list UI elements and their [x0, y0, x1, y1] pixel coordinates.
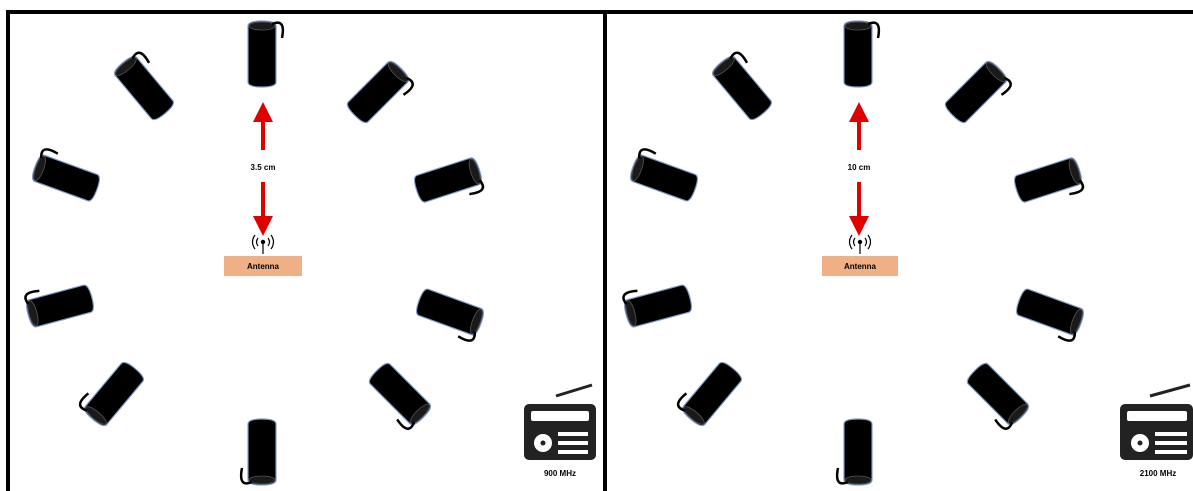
phone-cylinder-icon [362, 361, 433, 432]
phone-cylinder-icon [345, 59, 416, 130]
frequency-label: 900 MHz [544, 469, 576, 478]
phone-cylinder-icon [621, 277, 694, 328]
phone-cylinder-icon [960, 361, 1031, 432]
phone-cylinder-icon [628, 147, 702, 202]
phone-devices-right [621, 21, 1086, 485]
phone-cylinder-icon [675, 355, 744, 428]
radio-icon [524, 385, 596, 460]
phone-cylinder-icon [1012, 288, 1086, 343]
distance-label: 3.5 cm [251, 163, 276, 172]
distance-label: 10 cm [848, 163, 871, 172]
frequency-label: 2100 MHz [1140, 469, 1176, 478]
phone-cylinder-icon [844, 21, 879, 87]
phone-cylinder-icon [412, 156, 486, 210]
panel-left: 3.5 cm Antenna 900 MHz [23, 21, 596, 485]
phone-cylinder-icon [1012, 156, 1086, 210]
phone-cylinder-icon [112, 49, 181, 122]
antenna-label: Antenna [844, 262, 877, 271]
phone-cylinder-icon [241, 419, 276, 485]
phone-cylinder-icon [30, 147, 104, 202]
antenna-signal-icon [850, 235, 871, 254]
phone-cylinder-icon [837, 419, 872, 485]
antenna-label: Antenna [247, 262, 280, 271]
panel-right: 10 cm Antenna 2100 MHz [621, 21, 1193, 485]
phone-cylinder-icon [77, 355, 146, 428]
phone-devices-left [23, 21, 486, 485]
phone-cylinder-icon [23, 277, 96, 328]
phone-cylinder-icon [710, 49, 779, 122]
phone-cylinder-icon [248, 21, 283, 87]
antenna-signal-icon [253, 235, 274, 254]
phone-cylinder-icon [943, 59, 1014, 130]
radio-icon [1120, 385, 1193, 460]
phone-cylinder-icon [412, 288, 486, 343]
